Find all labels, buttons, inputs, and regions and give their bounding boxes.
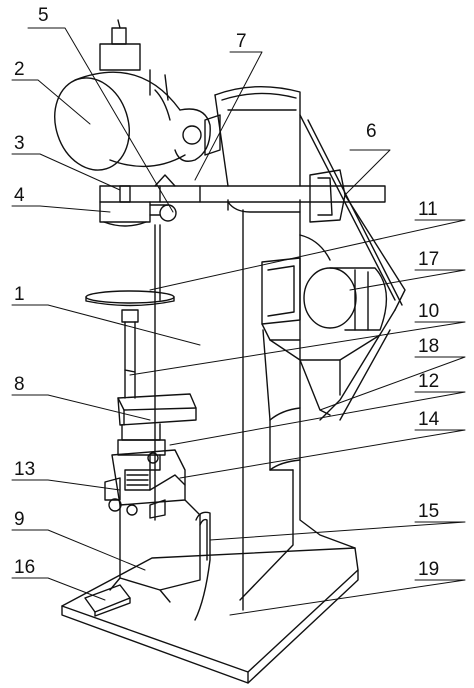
handwheel <box>85 290 175 307</box>
guide-rod <box>154 224 161 521</box>
label-2: 2 <box>14 59 25 80</box>
label-17: 17 <box>418 249 440 270</box>
leader-lines <box>11 27 466 616</box>
base-plate <box>61 547 359 684</box>
slider-assembly <box>104 449 186 519</box>
lower-block <box>109 499 211 621</box>
label-10: 10 <box>418 301 440 322</box>
right-gear <box>309 169 346 223</box>
arm-bracket <box>269 334 381 416</box>
label-5: 5 <box>38 5 49 26</box>
machine-column <box>227 199 356 611</box>
label-4: 4 <box>14 185 25 206</box>
label-14: 14 <box>418 409 440 430</box>
label-11: 11 <box>418 199 438 220</box>
label-15: 15 <box>418 501 440 522</box>
left-bracket <box>99 174 177 227</box>
label-12: 12 <box>418 371 440 392</box>
clamp-head <box>117 393 197 456</box>
label-6: 6 <box>366 121 377 142</box>
label-1: 1 <box>14 284 25 305</box>
upper-arm <box>119 86 386 213</box>
label-16: 16 <box>14 557 36 578</box>
label-19: 19 <box>418 559 440 580</box>
label-18: 18 <box>418 336 440 357</box>
motor-small <box>261 234 388 341</box>
label-3: 3 <box>14 133 25 154</box>
label-8: 8 <box>14 374 25 395</box>
label-13: 13 <box>14 459 36 480</box>
screw-spindle <box>121 309 139 399</box>
label-9: 9 <box>14 509 25 530</box>
motor-large <box>54 19 211 171</box>
foot-pedal <box>84 584 131 617</box>
label-7: 7 <box>236 31 247 52</box>
